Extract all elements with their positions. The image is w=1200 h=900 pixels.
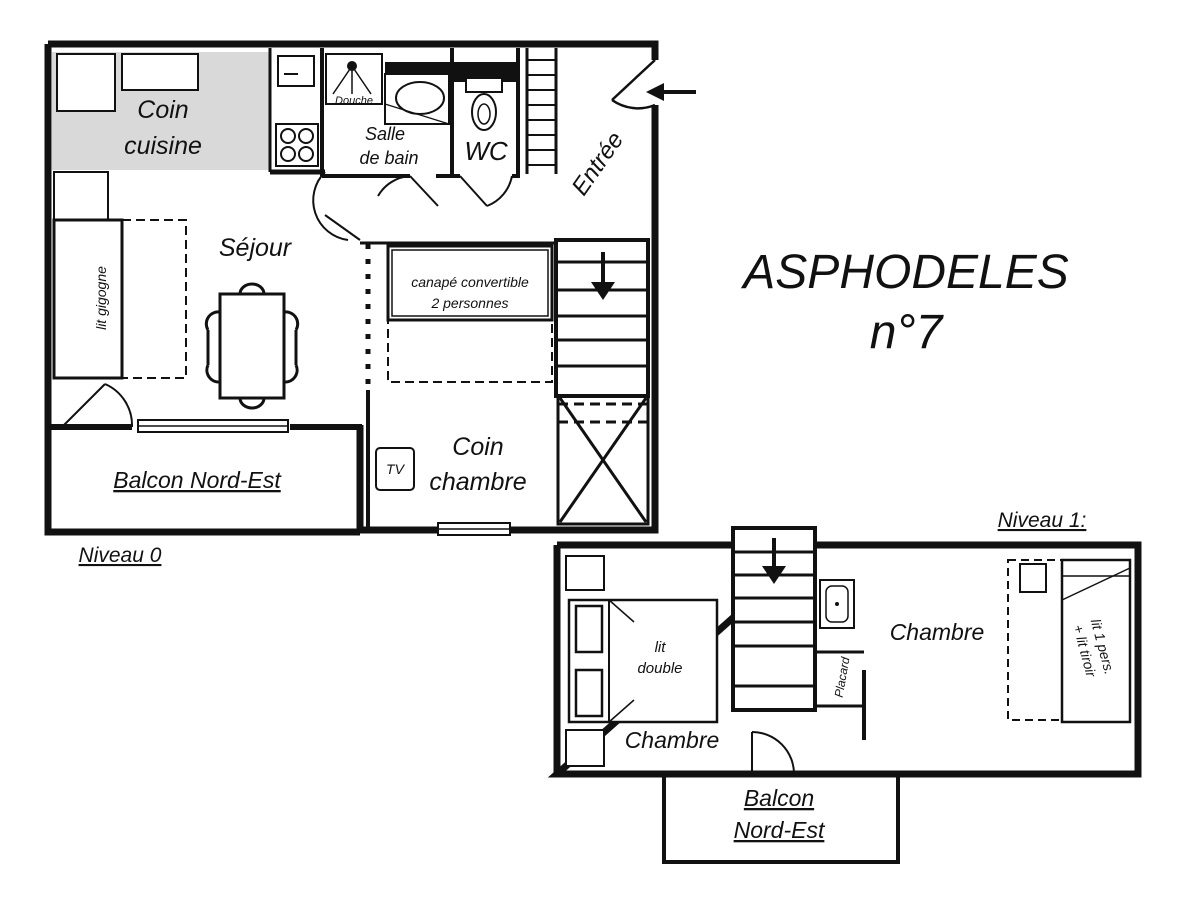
sofa-bed-extension bbox=[387, 319, 553, 383]
balcony-level-1 bbox=[662, 774, 900, 864]
stairs-level-1 bbox=[731, 526, 817, 712]
bath-label-2: de bain bbox=[359, 148, 418, 168]
balcony-door bbox=[61, 383, 134, 428]
kitchen-label-2: cuisine bbox=[124, 132, 202, 160]
sofa-label-2: 2 personnes bbox=[430, 295, 508, 311]
double-bed-label-2: double bbox=[637, 660, 682, 677]
washbasin-level-1-icon bbox=[819, 579, 855, 629]
level-1-label: Niveau 1: bbox=[998, 509, 1087, 532]
closet bbox=[815, 650, 866, 740]
tv-label: TV bbox=[386, 461, 406, 477]
living-door bbox=[312, 171, 361, 241]
toilet-icon bbox=[465, 77, 503, 131]
plan-title: ASPHODELES bbox=[740, 246, 1068, 299]
trundle-bed-label: lit gigogne bbox=[93, 266, 109, 330]
level-0-plan: Coin cuisine Douche Salle de bain WC Ent… bbox=[44, 40, 696, 567]
sleep-corner-label-1: Coin bbox=[452, 433, 503, 461]
single-bed bbox=[1007, 558, 1132, 724]
shower-icon bbox=[325, 53, 383, 105]
kitchen-label-1: Coin bbox=[137, 96, 188, 124]
under-stair-storage bbox=[556, 394, 650, 526]
bath-label-1: Salle bbox=[365, 124, 405, 144]
entry-label: Entrée bbox=[567, 127, 630, 200]
sofa-label-1: canapé convertible bbox=[411, 274, 529, 290]
balcony-label-level0: Balcon Nord-Est bbox=[113, 467, 282, 493]
bedroom-right-label: Chambre bbox=[890, 619, 985, 645]
sofa-bed bbox=[386, 244, 554, 322]
kitchen-counter-1 bbox=[56, 53, 116, 112]
stove-icon bbox=[275, 123, 319, 167]
entry-door bbox=[611, 59, 656, 110]
closet-label: Placard bbox=[832, 656, 853, 699]
wc-label: WC bbox=[464, 136, 508, 166]
double-bed-label-1: lit bbox=[655, 639, 667, 656]
double-bed bbox=[567, 598, 719, 724]
balcony-label-level1-1: Balcon bbox=[744, 785, 814, 811]
wc-door bbox=[459, 175, 513, 207]
sink-icon bbox=[277, 55, 315, 87]
tv-icon bbox=[375, 447, 415, 491]
plan-number: n°7 bbox=[870, 306, 945, 359]
level-1-plan: Niveau 1: bbox=[547, 509, 1142, 864]
balcony-label-level1-2: Nord-Est bbox=[734, 817, 826, 843]
level-0-label: Niveau 0 bbox=[79, 544, 162, 567]
kitchen-counter-2 bbox=[121, 53, 199, 91]
bedroom-left-label: Chambre bbox=[625, 727, 720, 753]
kitchen-side-box bbox=[53, 171, 109, 221]
nightstand-bottom bbox=[565, 729, 605, 767]
trundle-bed bbox=[52, 218, 124, 380]
washbasin-icon bbox=[384, 73, 450, 125]
bathroom-door bbox=[377, 175, 439, 207]
bedroom-door bbox=[751, 731, 795, 775]
dining-table-icon bbox=[204, 282, 300, 410]
entrance-arrow-icon bbox=[646, 83, 696, 101]
storage-shelf-icon bbox=[525, 48, 558, 174]
sleep-corner-label-2: chambre bbox=[429, 468, 526, 496]
living-label: Séjour bbox=[219, 234, 293, 262]
shower-label: Douche bbox=[335, 95, 373, 107]
stairs-level-0 bbox=[554, 238, 650, 398]
trundle-bed-extension bbox=[121, 219, 187, 379]
nightstand-top bbox=[565, 555, 605, 591]
